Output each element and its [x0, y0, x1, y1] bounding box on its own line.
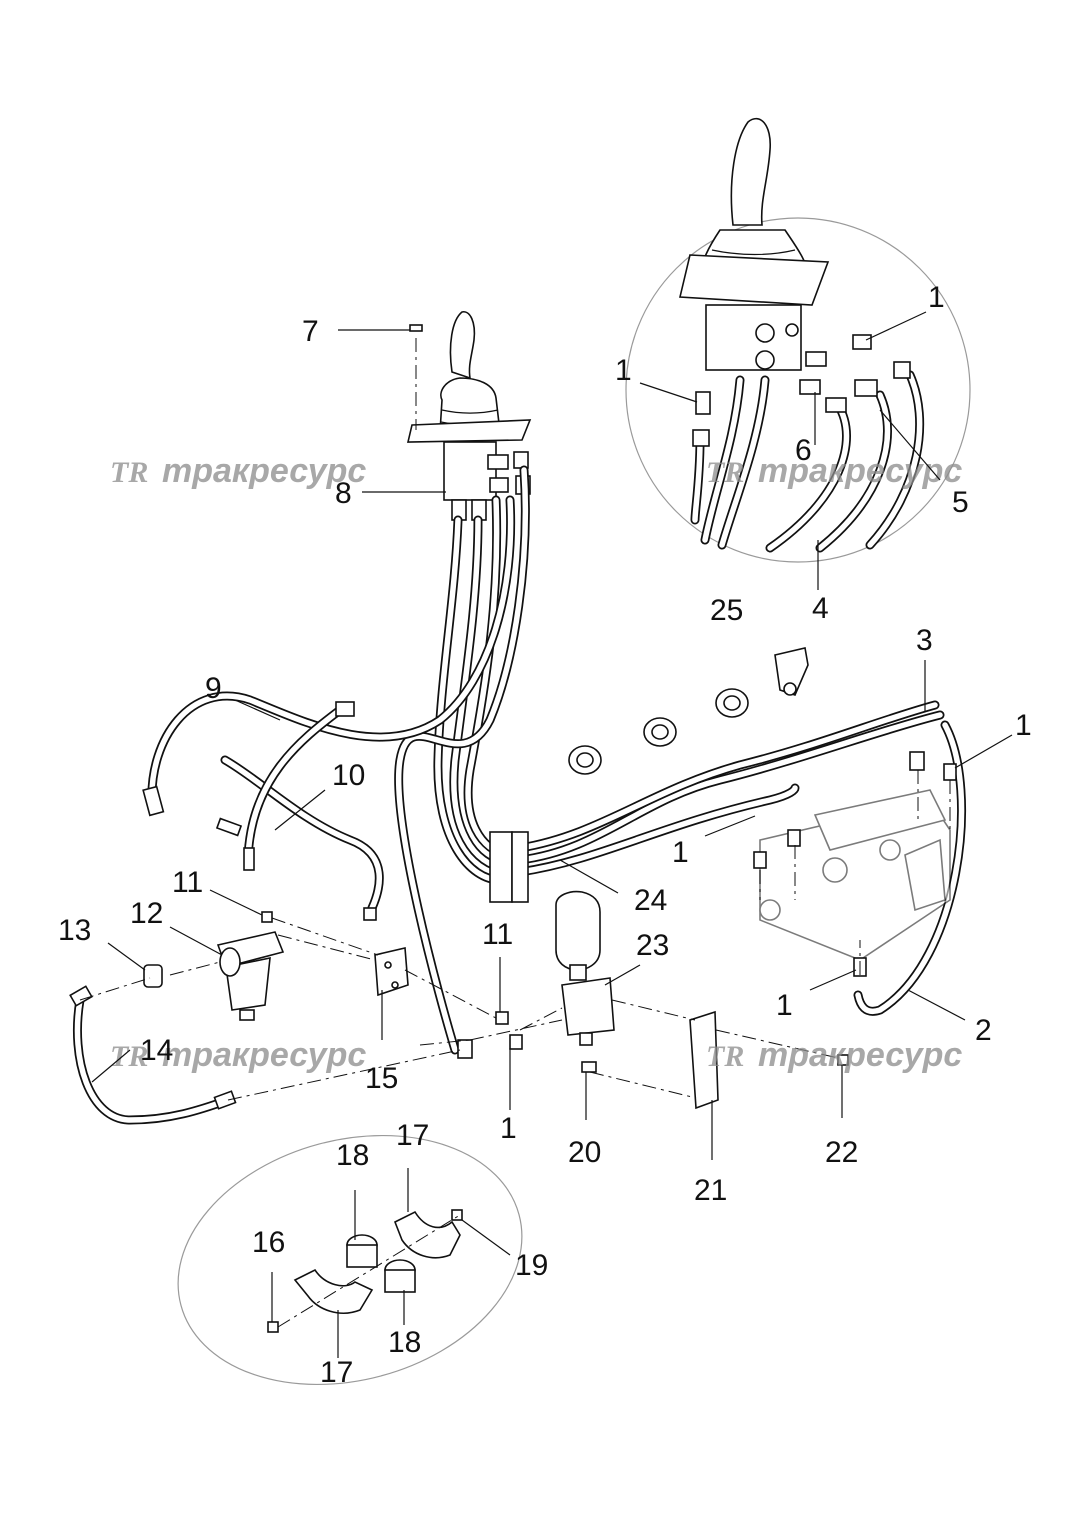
- watermark-4: TR тракресурс: [706, 1036, 962, 1074]
- callout-11: 11: [172, 866, 203, 899]
- filter-assembly-12: [216, 931, 285, 1021]
- callout-6: 6: [795, 434, 812, 467]
- watermark-1: TR тракресурс: [110, 452, 366, 490]
- leader-lines: [91, 311, 1013, 1358]
- bushings-25: [568, 647, 809, 775]
- bracket-15-icon: [374, 947, 409, 997]
- main-joystick-assembly: [406, 311, 532, 521]
- svg-text:тракресурс: тракресурс: [758, 452, 962, 490]
- svg-text:TR: TR: [110, 1040, 148, 1073]
- callout-7: 7: [302, 315, 319, 348]
- screw-7-icon: [409, 324, 423, 332]
- callout-25: 25: [710, 594, 743, 627]
- callout-4: 4: [812, 592, 829, 625]
- joystick-detail-assembly: [679, 117, 830, 371]
- hose-bracket-24: [489, 831, 529, 903]
- callout-14: 14: [140, 1034, 173, 1067]
- callout-22: 22: [825, 1136, 858, 1169]
- svg-text:TR: TR: [706, 456, 744, 489]
- hose-end-fitting-icon: [213, 1090, 237, 1110]
- accumulator-23: [555, 890, 615, 1046]
- svg-text:TR: TR: [706, 1040, 744, 1073]
- clamp-assembly: [267, 1209, 463, 1333]
- callout-23: 23: [636, 929, 669, 962]
- watermark-2: TR тракресурс: [706, 452, 962, 490]
- bracket-hole-icon: [391, 981, 399, 989]
- hose-end-fitting-icon: [142, 785, 165, 817]
- control-valve-block: [759, 789, 951, 961]
- svg-text:тракресурс: тракресурс: [162, 1036, 366, 1074]
- clamp-dashline: [277, 1214, 461, 1328]
- callout-1: 1: [500, 1112, 517, 1145]
- callout-21: 21: [694, 1174, 727, 1207]
- assembly-dashlines: [79, 917, 839, 1101]
- callout-1: 1: [615, 354, 632, 387]
- svg-text:TR: TR: [110, 456, 148, 489]
- callout-18: 18: [388, 1326, 421, 1359]
- callout-3: 3: [916, 624, 933, 657]
- watermark-3: TR тракресурс: [110, 1036, 366, 1074]
- callout-1: 1: [776, 989, 793, 1022]
- detail-circle-joystick: [625, 217, 971, 563]
- callout-16: 16: [252, 1226, 285, 1259]
- bracket-21-icon: [689, 1010, 719, 1110]
- callout-17: 17: [396, 1119, 429, 1152]
- hose-end-fitting-icon: [243, 847, 255, 871]
- hose-clamp-icon: [335, 701, 355, 717]
- callout-13: 13: [58, 914, 91, 947]
- callout-10: 10: [332, 759, 365, 792]
- callout-18: 18: [336, 1139, 369, 1172]
- valve-dashlines: [759, 770, 951, 975]
- callout-11: 11: [482, 918, 513, 951]
- callout-19: 19: [515, 1249, 548, 1282]
- callout-15: 15: [365, 1062, 398, 1095]
- callout-8: 8: [335, 477, 352, 510]
- bracket-hole-icon: [384, 961, 392, 969]
- main-hose-bundle: [72, 465, 967, 1125]
- valve-fittings: [753, 751, 957, 977]
- callout-1: 1: [928, 281, 945, 314]
- hose-end-fitting-icon: [215, 817, 243, 837]
- callout-24: 24: [634, 884, 667, 917]
- callout-20: 20: [568, 1136, 601, 1169]
- svg-text:тракресурс: тракресурс: [162, 452, 366, 490]
- small-fittings: [261, 907, 849, 1073]
- callout-5: 5: [952, 486, 969, 519]
- callout-17: 17: [320, 1356, 353, 1389]
- detail-hoses: [690, 334, 925, 553]
- svg-text:тракресурс: тракресурс: [758, 1036, 962, 1074]
- callout-1: 1: [1015, 709, 1032, 742]
- detail-ellipse-clamps: [177, 1134, 523, 1386]
- callout-12: 12: [130, 897, 163, 930]
- callout-2: 2: [975, 1014, 992, 1047]
- callout-1: 1: [672, 836, 689, 869]
- callout-9: 9: [205, 672, 222, 705]
- hose-end-fitting-icon: [69, 985, 93, 1007]
- plug-13-icon: [143, 964, 163, 988]
